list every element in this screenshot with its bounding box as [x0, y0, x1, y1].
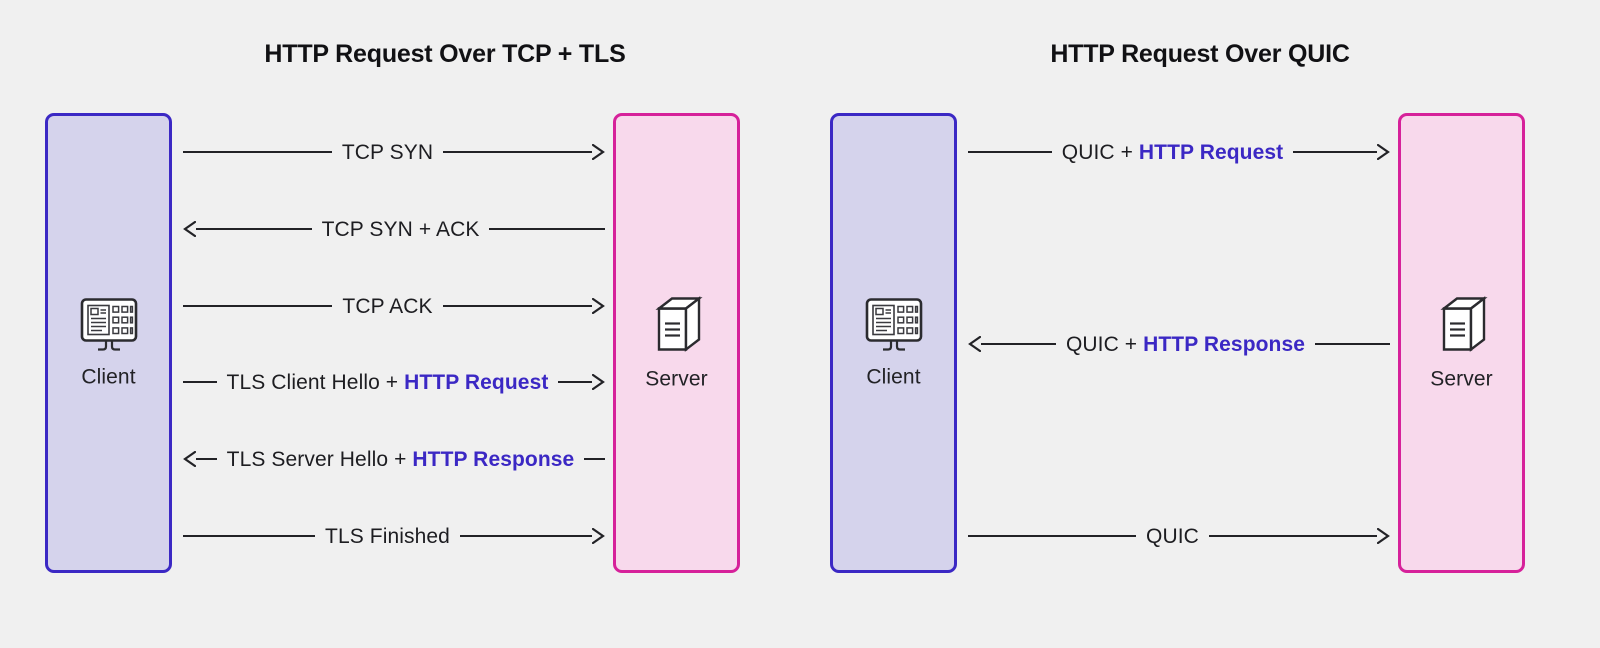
connector-line [1315, 343, 1390, 345]
connector-line [183, 535, 316, 537]
message-label-text: QUIC [1146, 524, 1199, 548]
connector-line [196, 458, 217, 460]
message-label: TLS Client Hello + HTTP Request [217, 372, 559, 393]
connector-line [968, 151, 1052, 153]
message-row: QUIC [968, 519, 1390, 553]
client-monitor-icon [833, 297, 954, 360]
panel-quic: HTTP Request Over QUIC [786, 0, 1600, 648]
message-label: TCP SYN [332, 142, 443, 163]
connector-line [442, 305, 592, 307]
message-label-text: TLS Finished [325, 524, 450, 548]
server-tower-icon [616, 295, 737, 362]
message-label-highlight: HTTP Request [404, 370, 549, 394]
message-label: TCP ACK [332, 296, 442, 317]
connector-line [183, 151, 332, 153]
arrowhead-right-icon [592, 298, 605, 314]
panel-title-tcp-tls: HTTP Request Over TCP + TLS [264, 40, 626, 68]
message-row: QUIC + HTTP Request [968, 135, 1390, 169]
server-tower-icon [1401, 295, 1522, 362]
message-label: QUIC + HTTP Request [1052, 142, 1293, 163]
arrowhead-right-icon [592, 374, 605, 390]
message-label-highlight: HTTP Response [1143, 332, 1306, 356]
message-label-highlight: HTTP Response [412, 447, 575, 471]
node-server-tcp-tls: Server [613, 113, 740, 573]
message-label: TCP SYN + ACK [312, 219, 490, 240]
arrowhead-right-icon [592, 528, 605, 544]
node-server-content: Server [616, 295, 737, 392]
connector-line [183, 381, 217, 383]
message-label-text: TCP SYN [341, 140, 434, 164]
message-row: TCP SYN + ACK [183, 212, 606, 246]
arrowhead-left-icon [183, 451, 196, 467]
message-row: TLS Server Hello + HTTP Response [183, 442, 605, 476]
arrowhead-left-icon [968, 336, 981, 352]
connector-line [183, 305, 333, 307]
message-row: TLS Client Hello + HTTP Request [183, 365, 605, 399]
message-label-text: TLS Client Hello + [226, 370, 405, 394]
connector-line [981, 343, 1056, 345]
message-label-text: TLS Server Hello + [226, 447, 413, 471]
message-row: QUIC + HTTP Response [968, 327, 1390, 361]
arrowhead-right-icon [1377, 144, 1390, 160]
connector-line [196, 228, 312, 230]
connector-line [1208, 535, 1377, 537]
node-client-content: Client [833, 297, 954, 390]
connector-line [459, 535, 592, 537]
node-client-tcp-tls: Client [45, 113, 172, 573]
message-label-text: TCP ACK [342, 294, 433, 318]
node-client-quic: Client [830, 113, 957, 573]
connector-line [584, 458, 605, 460]
message-label-text: QUIC + [1065, 332, 1144, 356]
connector-line [968, 535, 1137, 537]
arrowhead-right-icon [592, 144, 605, 160]
arrowhead-left-icon [183, 221, 196, 237]
message-label: QUIC + HTTP Response [1056, 334, 1315, 355]
connector-line [558, 381, 592, 383]
panel-title-quic: HTTP Request Over QUIC [1050, 40, 1350, 68]
client-monitor-icon [48, 297, 169, 360]
message-label-highlight: HTTP Request [1138, 140, 1284, 164]
node-client-label: Client [866, 365, 921, 389]
connector-line [443, 151, 592, 153]
node-client-label: Client [81, 365, 136, 389]
node-server-label: Server [1430, 367, 1493, 391]
node-server-label: Server [645, 367, 708, 391]
message-label: TLS Server Hello + HTTP Response [217, 449, 585, 470]
panel-tcp-tls: HTTP Request Over TCP + TLS [45, 40, 740, 573]
connector-line [489, 228, 606, 230]
message-row: TCP ACK [183, 289, 605, 323]
connector-line [1293, 151, 1378, 153]
node-client-content: Client [48, 297, 169, 390]
message-label-text: TCP SYN + ACK [321, 217, 480, 241]
message-label: QUIC [1136, 526, 1209, 547]
node-server-content: Server [1401, 295, 1522, 392]
message-label-text: QUIC + [1061, 140, 1139, 164]
message-row: TLS Finished [183, 519, 605, 553]
message-label: TLS Finished [315, 526, 460, 547]
message-row: TCP SYN [183, 135, 605, 169]
node-server-quic: Server [1398, 113, 1525, 573]
arrowhead-right-icon [1377, 528, 1390, 544]
